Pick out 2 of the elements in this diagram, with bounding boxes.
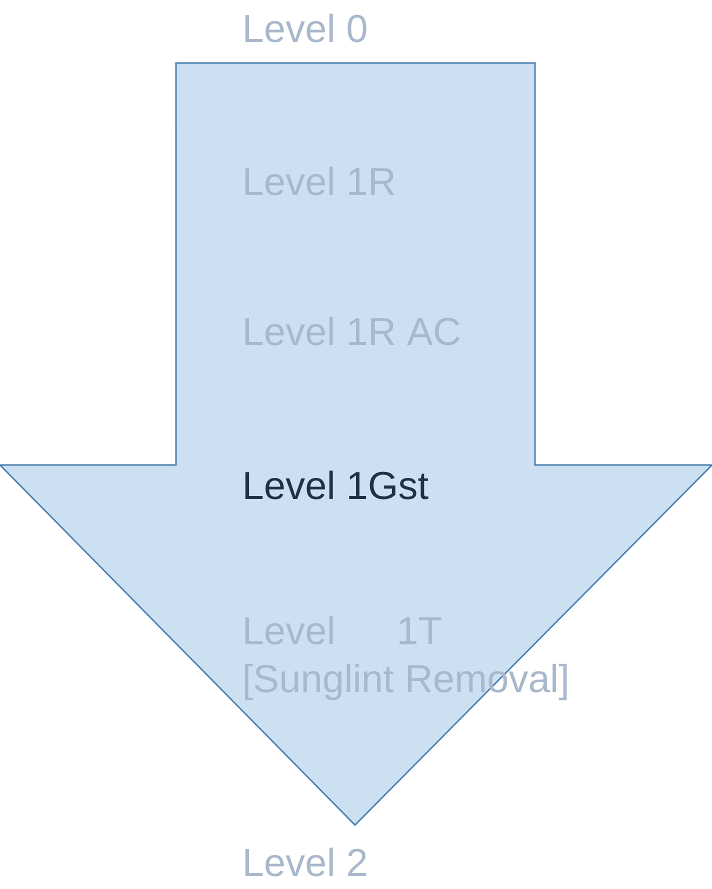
level-label: Level 1Gst	[245, 470, 428, 500]
down-arrow-shape	[0, 62, 712, 826]
